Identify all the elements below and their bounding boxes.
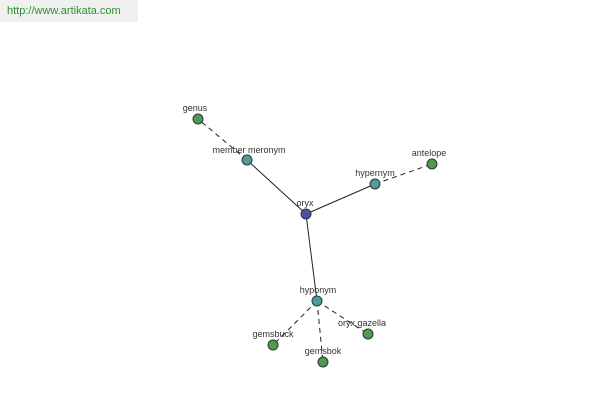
node-hypernym[interactable] bbox=[369, 178, 381, 190]
node-antelope[interactable] bbox=[426, 158, 438, 170]
node-label-hypernym[interactable]: hypernym bbox=[355, 168, 395, 178]
node-member-meronym[interactable] bbox=[241, 154, 253, 166]
node-genus[interactable] bbox=[192, 113, 204, 125]
node-oryx-gazella[interactable] bbox=[362, 328, 374, 340]
node-label-hyponym[interactable]: hyponym bbox=[300, 285, 337, 295]
node-oryx[interactable] bbox=[300, 208, 312, 220]
node-label-oryx[interactable]: oryx bbox=[296, 198, 314, 208]
node-label-gemsbuck[interactable]: gemsbuck bbox=[252, 329, 294, 339]
edge-member-meronym-to-genus bbox=[197, 118, 248, 161]
nodes-layer bbox=[192, 113, 438, 368]
node-gemsbok[interactable] bbox=[317, 356, 329, 368]
node-gemsbuck[interactable] bbox=[267, 339, 279, 351]
edge-oryx-to-hypernym bbox=[305, 183, 376, 215]
edge-hypernym-to-antelope bbox=[374, 163, 433, 185]
labels-layer: oryx member meronym hypernym hyponym genus an… bbox=[183, 103, 447, 356]
node-label-gemsbok[interactable]: gemsbok bbox=[305, 346, 342, 356]
edge-hyponym-to-gemsbuck bbox=[272, 300, 318, 346]
edges-layer bbox=[197, 118, 433, 363]
node-label-member-meronym[interactable]: member meronym bbox=[212, 145, 285, 155]
node-label-oryx-gazella[interactable]: oryx gazella bbox=[338, 318, 386, 328]
edge-hyponym-to-oryx-gazella bbox=[316, 300, 369, 335]
node-hyponym[interactable] bbox=[311, 295, 323, 307]
node-label-genus[interactable]: genus bbox=[183, 103, 208, 113]
node-label-antelope[interactable]: antelope bbox=[412, 148, 447, 158]
edge-oryx-to-hyponym bbox=[305, 213, 318, 302]
edge-oryx-to-member-meronym bbox=[246, 159, 307, 215]
source-link[interactable]: http://www.artikata.com bbox=[0, 0, 138, 22]
edge-hyponym-to-gemsbok bbox=[316, 300, 324, 363]
